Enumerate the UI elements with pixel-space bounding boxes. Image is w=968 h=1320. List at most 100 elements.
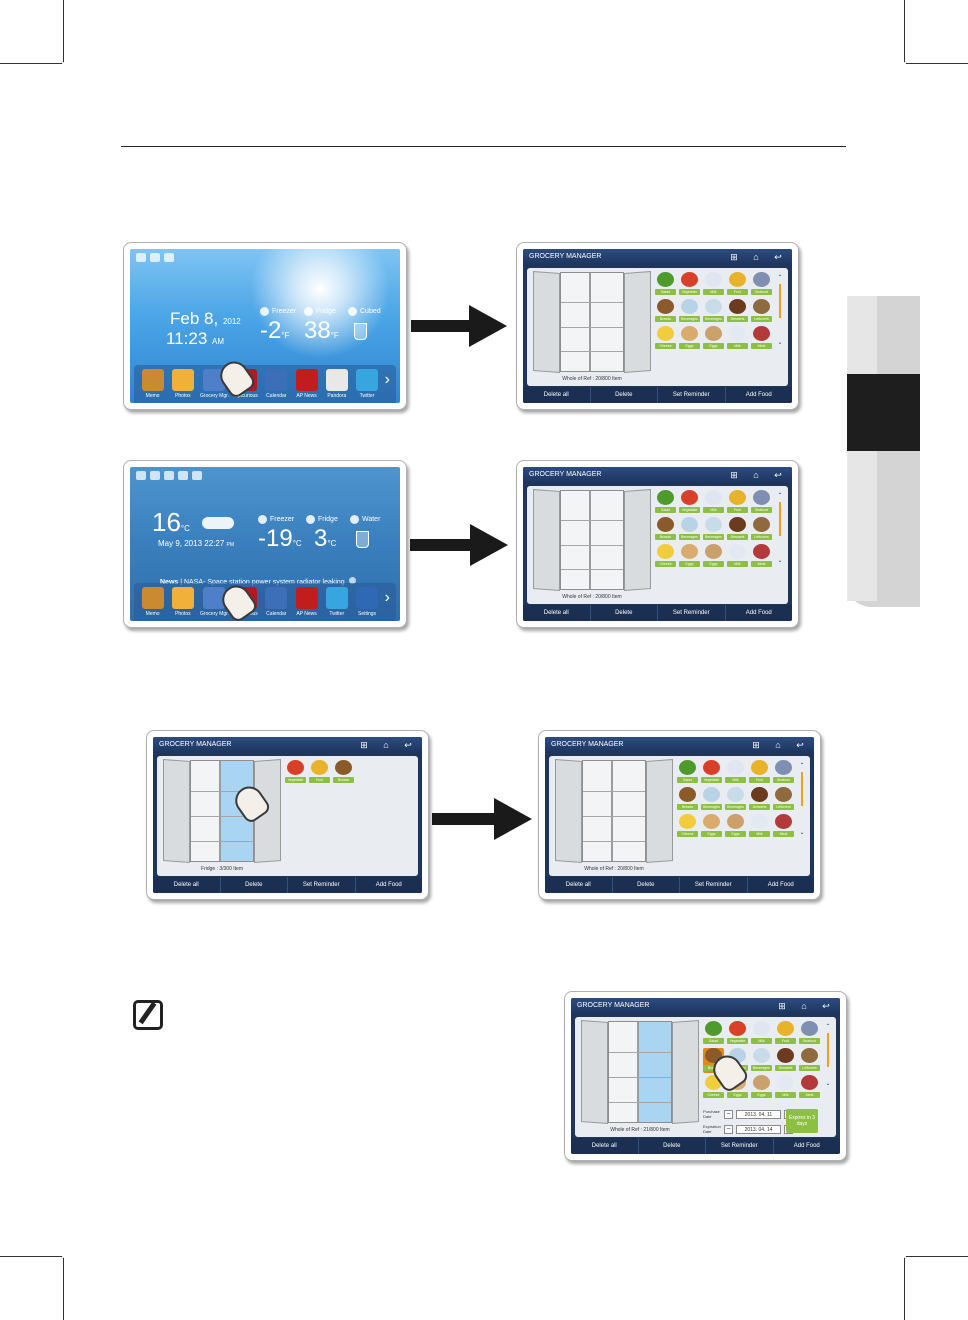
food-category-item[interactable]: Desserts bbox=[749, 787, 770, 812]
food-category-item[interactable]: Milk bbox=[751, 1021, 772, 1046]
add-food-button[interactable]: Add Food bbox=[746, 877, 815, 893]
home-icon[interactable]: ⌂ bbox=[753, 252, 759, 262]
food-category-item[interactable]: Milk bbox=[703, 272, 724, 297]
expiration-date-field[interactable]: 2013. 04. 14 bbox=[736, 1124, 781, 1134]
app-icon-button[interactable]: Memo bbox=[140, 369, 165, 399]
food-category-item[interactable]: Salad bbox=[703, 1021, 724, 1046]
food-category-item[interactable]: Leftovers bbox=[773, 787, 794, 812]
set-reminder-button[interactable]: Set Reminder bbox=[657, 605, 725, 621]
cart-icon[interactable]: ⊞ bbox=[360, 740, 368, 750]
food-category-item[interactable]: Salad bbox=[677, 760, 698, 785]
food-category-item[interactable]: Eggs bbox=[703, 326, 724, 351]
fridge-image[interactable]: Fridge : 3/300 Item bbox=[163, 759, 281, 872]
food-category-item[interactable]: Breads bbox=[677, 787, 698, 812]
food-category-item[interactable]: Eggs bbox=[751, 1075, 772, 1100]
food-category-item[interactable]: Fruit bbox=[749, 760, 770, 785]
add-food-button[interactable]: Add Food bbox=[772, 1138, 841, 1154]
fridge-image[interactable]: Whole of Ref : 21/800 Item bbox=[581, 1020, 699, 1133]
cart-icon[interactable]: ⊞ bbox=[730, 470, 738, 480]
food-category-item[interactable]: Seafood bbox=[773, 760, 794, 785]
delete-all-button[interactable]: Delete all bbox=[565, 882, 591, 888]
delete-all-button[interactable]: Delete all bbox=[543, 610, 569, 616]
delete-button[interactable]: Delete bbox=[611, 877, 680, 893]
delete-button[interactable]: Delete bbox=[589, 387, 658, 403]
food-category-item[interactable]: Milk bbox=[749, 814, 770, 839]
app-icon-button[interactable]: Twitter bbox=[354, 369, 379, 399]
add-food-button[interactable]: Add Food bbox=[724, 605, 793, 621]
food-category-item[interactable]: Breads bbox=[655, 517, 676, 542]
food-category-item[interactable]: Meat bbox=[751, 326, 772, 351]
food-category-item[interactable]: Beverages bbox=[751, 1048, 772, 1073]
food-category-item[interactable]: Milk bbox=[703, 490, 724, 515]
food-category-item[interactable]: Cheese bbox=[655, 326, 676, 351]
food-category-item[interactable]: Meat bbox=[773, 814, 794, 839]
food-category-item[interactable]: Meat bbox=[751, 544, 772, 569]
home-icon[interactable]: ⌂ bbox=[383, 740, 389, 750]
food-category-item[interactable]: Leftovers bbox=[751, 299, 772, 324]
food-category-item[interactable]: Breads bbox=[333, 760, 354, 785]
food-category-item[interactable]: Fruit bbox=[309, 760, 330, 785]
purchase-minus-button[interactable]: − bbox=[724, 1109, 733, 1119]
dock-next-icon[interactable]: › bbox=[384, 589, 390, 606]
back-icon[interactable]: ↩ bbox=[404, 740, 412, 750]
delete-all-button[interactable]: Delete all bbox=[591, 1143, 617, 1149]
delete-button[interactable]: Delete bbox=[637, 1138, 706, 1154]
cart-icon[interactable]: ⊞ bbox=[778, 1001, 786, 1011]
home-icon[interactable]: ⌂ bbox=[801, 1001, 807, 1011]
food-category-item[interactable]: Seafood bbox=[751, 490, 772, 515]
food-category-item[interactable]: Seafood bbox=[799, 1021, 820, 1046]
fridge-image[interactable]: Whole of Ref : 20/800 Item bbox=[533, 489, 651, 600]
food-category-item[interactable]: Beverages bbox=[725, 787, 746, 812]
food-category-item[interactable]: Vegetable bbox=[285, 760, 306, 785]
food-category-item[interactable]: Beverages bbox=[701, 787, 722, 812]
app-icon-button[interactable]: AP News bbox=[294, 587, 319, 617]
food-category-item[interactable]: Desserts bbox=[727, 299, 748, 324]
food-category-item[interactable]: Cheese bbox=[655, 544, 676, 569]
food-category-item[interactable]: Vegetable bbox=[679, 490, 700, 515]
app-icon-button[interactable]: Calendar bbox=[264, 587, 289, 617]
home-icon[interactable]: ⌂ bbox=[753, 470, 759, 480]
app-icon-button[interactable]: Grocery Mgr. bbox=[200, 587, 229, 617]
set-reminder-button[interactable]: Set Reminder bbox=[705, 1138, 773, 1154]
food-category-item[interactable]: Vegetable bbox=[679, 272, 700, 297]
food-category-item[interactable]: Fruit bbox=[727, 490, 748, 515]
food-category-item[interactable]: Eggs bbox=[701, 814, 722, 839]
purchase-date-field[interactable]: 2013. 04. 11 bbox=[736, 1109, 781, 1119]
back-icon[interactable]: ↩ bbox=[774, 470, 782, 480]
food-category-item[interactable]: Vegetable bbox=[727, 1021, 748, 1046]
back-icon[interactable]: ↩ bbox=[774, 252, 782, 262]
app-icon-button[interactable]: AP News bbox=[294, 369, 319, 399]
delete-all-button[interactable]: Delete all bbox=[543, 392, 569, 398]
food-category-item[interactable]: Fruit bbox=[727, 272, 748, 297]
food-category-item[interactable]: Salad bbox=[655, 272, 676, 297]
news-next-icon[interactable] bbox=[348, 577, 356, 584]
food-category-item[interactable]: Seafood bbox=[751, 272, 772, 297]
app-icon-button[interactable]: Calendar bbox=[264, 369, 289, 399]
scrollbar[interactable]: ⌃⌄ bbox=[777, 275, 783, 346]
food-category-item[interactable]: Beverages bbox=[703, 517, 724, 542]
delete-button[interactable]: Delete bbox=[219, 877, 288, 893]
food-category-item[interactable]: Eggs bbox=[679, 326, 700, 351]
food-category-item[interactable]: Meat bbox=[799, 1075, 820, 1100]
app-icon-button[interactable]: Pandora bbox=[324, 369, 349, 399]
food-category-item[interactable]: Milk bbox=[725, 760, 746, 785]
delete-button[interactable]: Delete bbox=[589, 605, 658, 621]
app-icon-button[interactable]: Photos bbox=[170, 587, 195, 617]
app-icon-button[interactable]: Memo bbox=[140, 587, 165, 617]
scrollbar[interactable]: ⌃⌄ bbox=[825, 1024, 831, 1087]
freezer-temp[interactable]: Freezer -19°C bbox=[258, 515, 302, 552]
fridge-temp[interactable]: Fridge 3°C bbox=[306, 515, 338, 557]
add-food-button[interactable]: Add Food bbox=[724, 387, 793, 403]
food-category-item[interactable]: Salad bbox=[655, 490, 676, 515]
food-category-item[interactable]: Beverages bbox=[679, 299, 700, 324]
food-category-item[interactable]: Breads bbox=[655, 299, 676, 324]
fridge-image[interactable]: Whole of Ref : 20/800 Item bbox=[555, 759, 673, 872]
scrollbar[interactable]: ⌃⌄ bbox=[799, 763, 805, 836]
app-icon-button[interactable]: Twitter bbox=[324, 587, 349, 617]
add-food-button[interactable]: Add Food bbox=[354, 877, 423, 893]
set-reminder-button[interactable]: Set Reminder bbox=[679, 877, 747, 893]
home-icon[interactable]: ⌂ bbox=[775, 740, 781, 750]
news-ticker[interactable]: News | NASA- Space station power system … bbox=[160, 577, 356, 586]
food-category-item[interactable]: Leftovers bbox=[799, 1048, 820, 1073]
back-icon[interactable]: ↩ bbox=[822, 1001, 830, 1011]
